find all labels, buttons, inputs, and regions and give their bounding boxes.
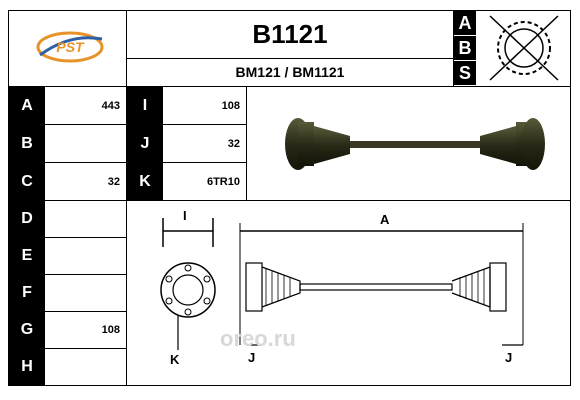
spec-value-c: 32 xyxy=(107,175,120,188)
spec-letter-g: G xyxy=(9,312,45,348)
table-right-col-divider xyxy=(246,86,247,200)
spec-value-e xyxy=(45,238,126,274)
spec-letter-d: D xyxy=(9,201,45,237)
spec-value-b xyxy=(45,125,126,162)
spec-letter-i: I xyxy=(127,87,163,124)
spec-value-g: 108 xyxy=(101,324,120,336)
spec-letter-b: B xyxy=(9,125,45,162)
spec-value-d xyxy=(45,201,126,237)
spec-letter-f: F xyxy=(9,275,45,311)
spec-value-h xyxy=(45,349,126,385)
abs-letter-s: S xyxy=(454,61,476,85)
header-divider-logo xyxy=(126,10,127,86)
spec-letter-c: C xyxy=(9,163,45,200)
abs-letter-b: B xyxy=(454,36,476,60)
reference-numbers: BM121 / BM1121 xyxy=(235,64,345,80)
spec-value-j: 32 xyxy=(227,137,240,150)
frame-bottom xyxy=(8,385,571,386)
frame-right xyxy=(570,10,571,386)
drive-shaft-graphic xyxy=(285,118,545,170)
frame-left xyxy=(8,10,9,386)
part-number: B1121 xyxy=(252,19,328,49)
spec-value-a: 443 xyxy=(101,99,120,112)
row-line-5 xyxy=(8,274,127,275)
dimension-label-j-left: J xyxy=(248,350,256,365)
dimension-label-i: I xyxy=(183,208,187,223)
drive-shaft-photo xyxy=(280,110,550,188)
row-line-3 xyxy=(8,200,571,201)
row-line-7 xyxy=(8,348,127,349)
spec-value-k: 6TR10 xyxy=(206,175,240,188)
spec-letter-a: A xyxy=(9,87,45,124)
spec-letter-e: E xyxy=(9,238,45,274)
frame-top xyxy=(8,10,571,11)
spec-value-i: 108 xyxy=(221,99,240,112)
dimension-label-j-right: J xyxy=(505,350,513,365)
row-line-2 xyxy=(8,162,247,163)
header-bottom xyxy=(8,86,571,87)
row-line-6 xyxy=(8,311,127,312)
technical-drawing xyxy=(150,205,535,380)
table-col-divider xyxy=(126,86,127,386)
watermark-text: oreo.ru xyxy=(220,326,296,351)
pst-logo-graphic: PST xyxy=(36,31,104,63)
abs-ring-crossed-icon xyxy=(480,12,568,84)
abs-letter-a: A xyxy=(454,11,476,35)
pst-logo: PST xyxy=(30,25,110,70)
header-divider-abs xyxy=(453,10,454,86)
spec-letter-k: K xyxy=(127,163,163,200)
spec-letter-h: H xyxy=(9,349,45,385)
row-line-4 xyxy=(8,237,127,238)
dimension-label-a: A xyxy=(380,212,390,227)
dimension-label-k: K xyxy=(170,352,180,367)
header-divider-ref xyxy=(126,58,454,59)
technical-drawing-graphic xyxy=(160,218,524,350)
logo-text: PST xyxy=(56,39,85,55)
spec-letter-j: J xyxy=(127,125,163,162)
spec-value-f xyxy=(45,275,126,311)
row-line-1 xyxy=(8,124,247,125)
abs-ring-graphic xyxy=(489,15,559,81)
